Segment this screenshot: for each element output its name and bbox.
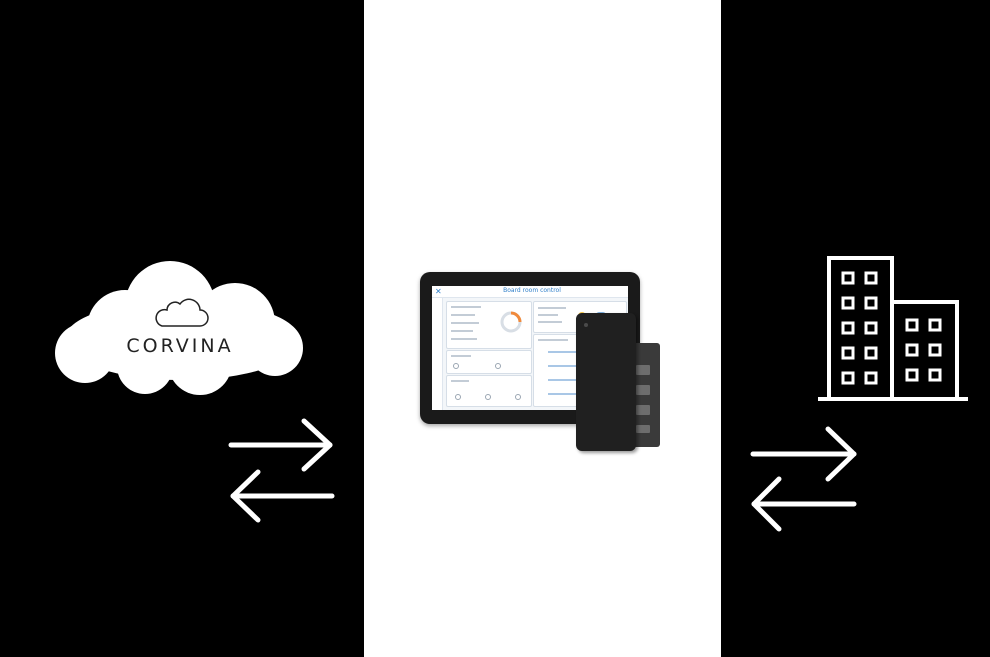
tablet-header: ✕ Board room control <box>432 286 628 298</box>
right-bidirectional-arrows-icon <box>748 424 860 536</box>
tablet-card-shades <box>446 375 532 407</box>
corvina-logo-text: CORVINA <box>100 335 260 357</box>
tablet-title: Board room control <box>492 287 572 294</box>
tablet-card-lighting <box>446 350 532 374</box>
buildings-icon <box>816 254 970 404</box>
left-bidirectional-arrows-icon <box>226 418 336 528</box>
tablet-card-air <box>446 301 532 349</box>
tablet-sidebar <box>432 298 443 410</box>
gateway-device <box>576 313 636 451</box>
cloud-icon <box>152 296 210 330</box>
tablet-logo-icon: ✕ <box>435 287 442 296</box>
